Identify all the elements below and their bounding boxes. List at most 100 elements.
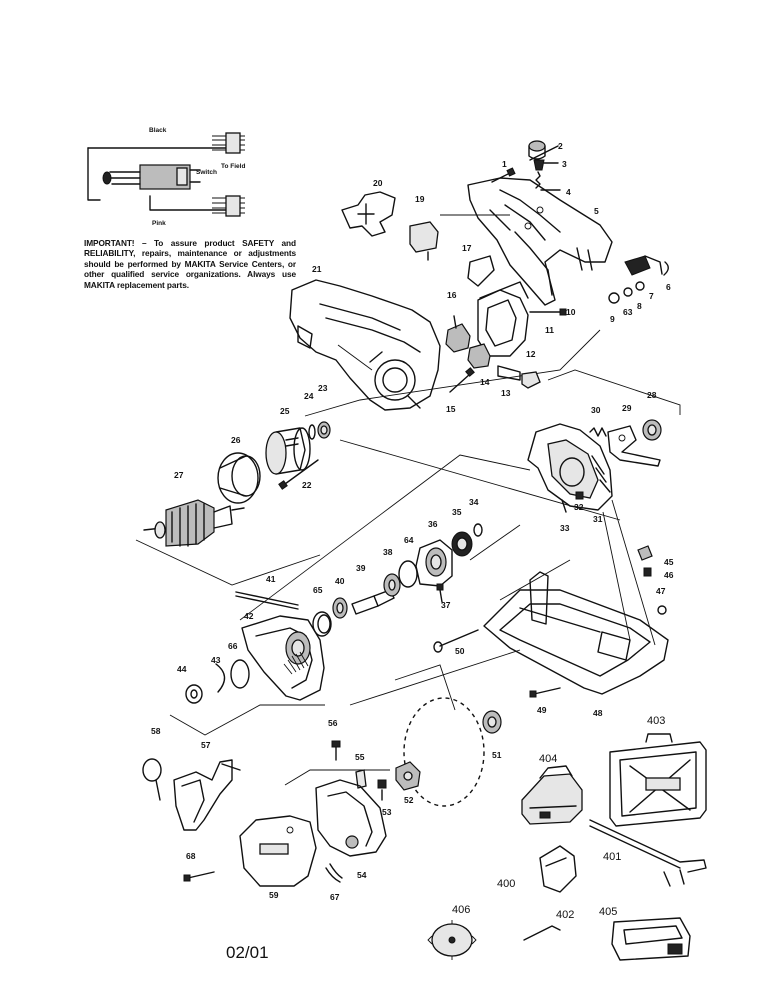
part-23-24-bearing (308, 421, 331, 440)
callout-25: 25 (280, 406, 290, 416)
callout-401: 401 (603, 851, 621, 863)
part-27-armature (143, 499, 245, 547)
wire-label-black: Black (149, 127, 167, 134)
callout-63: 63 (623, 307, 633, 317)
wiring-diagram: Black Switch To Field Pink (87, 127, 245, 227)
callout-45: 45 (664, 557, 674, 567)
blade-outline (403, 697, 485, 807)
callout-26: 26 (231, 435, 241, 445)
callout-29: 29 (622, 403, 632, 413)
part-10-screw (529, 308, 567, 316)
part-402-hex-key (523, 925, 561, 941)
callout-400: 400 (497, 878, 515, 890)
callout-403: 403 (647, 715, 665, 727)
callout-1: 1 (502, 159, 507, 169)
part-25-field (265, 427, 311, 475)
callout-23: 23 (318, 383, 328, 393)
callout-11: 11 (545, 325, 554, 335)
callout-41: 41 (266, 574, 276, 584)
part-12-13-cap (497, 365, 541, 389)
callout-19: 19 (415, 194, 425, 204)
callout-68: 68 (186, 851, 196, 861)
part-51-flange (482, 710, 502, 734)
callout-59: 59 (269, 890, 279, 900)
callout-28: 28 (647, 390, 657, 400)
callout-402: 402 (556, 909, 574, 921)
callout-5: 5 (594, 206, 599, 216)
part-16-brush-holder (445, 315, 471, 353)
callout-64: 64 (404, 535, 414, 545)
part-400-strap (539, 845, 577, 893)
callout-34: 34 (469, 497, 479, 507)
part-32-33-screw (561, 491, 584, 513)
part-20-clamp (341, 191, 396, 237)
part-45-46-47-nuts (637, 545, 667, 615)
part-37-screw (436, 583, 444, 603)
callout-13: 13 (501, 388, 511, 398)
part-15-screw (449, 367, 475, 393)
part-43-snap-ring (215, 663, 226, 693)
callout-6: 6 (666, 282, 671, 292)
safety-notice: IMPORTANT! – To assure product SAFETY an… (84, 238, 296, 290)
callout-54: 54 (357, 870, 367, 880)
callout-37: 37 (441, 600, 451, 610)
callout-55: 55 (355, 752, 365, 762)
part-28-bearing (642, 419, 662, 441)
revision-date: 02/01 (226, 943, 269, 962)
part-17-lever (467, 255, 495, 287)
part-56-screw (331, 740, 341, 761)
part-406-saw-blade (427, 920, 477, 960)
callout-56: 56 (328, 718, 338, 728)
part-55-pin (355, 769, 367, 789)
callout-65: 65 (313, 585, 323, 595)
part-52-nut (395, 761, 421, 791)
callout-66: 66 (228, 641, 238, 651)
part-44-washer (185, 684, 203, 704)
callout-16: 16 (447, 290, 457, 300)
part-34-washer (473, 523, 483, 537)
part-57-guard-lever (173, 759, 241, 831)
callout-50: 50 (455, 646, 465, 656)
part-35-gear (451, 531, 473, 557)
callout-46: 46 (664, 570, 674, 580)
callout-57: 57 (201, 740, 211, 750)
callout-4: 4 (566, 187, 571, 197)
part-22-screw (278, 459, 319, 490)
part-53-bolt (377, 779, 387, 801)
callout-67: 67 (330, 892, 340, 902)
callout-42: 42 (244, 611, 254, 621)
callout-14: 14 (480, 377, 490, 387)
callout-38: 38 (383, 547, 393, 557)
callout-404: 404 (539, 753, 557, 765)
assembly-lines (135, 214, 681, 786)
part-21-housing (289, 279, 441, 411)
part-58-ring (142, 758, 162, 801)
part-401-wrench (589, 819, 707, 887)
part-54-blade-cover (315, 779, 387, 857)
callout-27: 27 (174, 470, 184, 480)
part-30-spring (589, 427, 607, 437)
part-404-battery (521, 765, 583, 825)
part-67-spring (325, 863, 343, 883)
callout-33: 33 (560, 523, 570, 533)
wire-label-switch: Switch (196, 169, 217, 176)
callout-22: 22 (302, 480, 312, 490)
part-8-9-63-washers (608, 281, 645, 304)
part-1-screw (491, 167, 516, 183)
part-50-bolt (433, 629, 479, 653)
part-59-lower-guard (239, 815, 317, 887)
part-14-brush (467, 343, 491, 369)
callout-36: 36 (428, 519, 438, 529)
part-26-ring (217, 452, 261, 504)
part-29-lever (607, 425, 661, 467)
callout-53: 53 (382, 807, 392, 817)
part-68-screw (183, 871, 215, 882)
callout-58: 58 (151, 726, 161, 736)
callout-406: 406 (452, 904, 470, 916)
callout-3: 3 (562, 159, 567, 169)
part-403-case (609, 733, 707, 827)
callout-12: 12 (526, 349, 536, 359)
callout-21: 21 (312, 264, 322, 274)
callout-17: 17 (462, 243, 472, 253)
callout-numbers: 1 2 3 4 5 6 7 8 9 10 11 12 13 14 15 16 1… (151, 141, 674, 921)
